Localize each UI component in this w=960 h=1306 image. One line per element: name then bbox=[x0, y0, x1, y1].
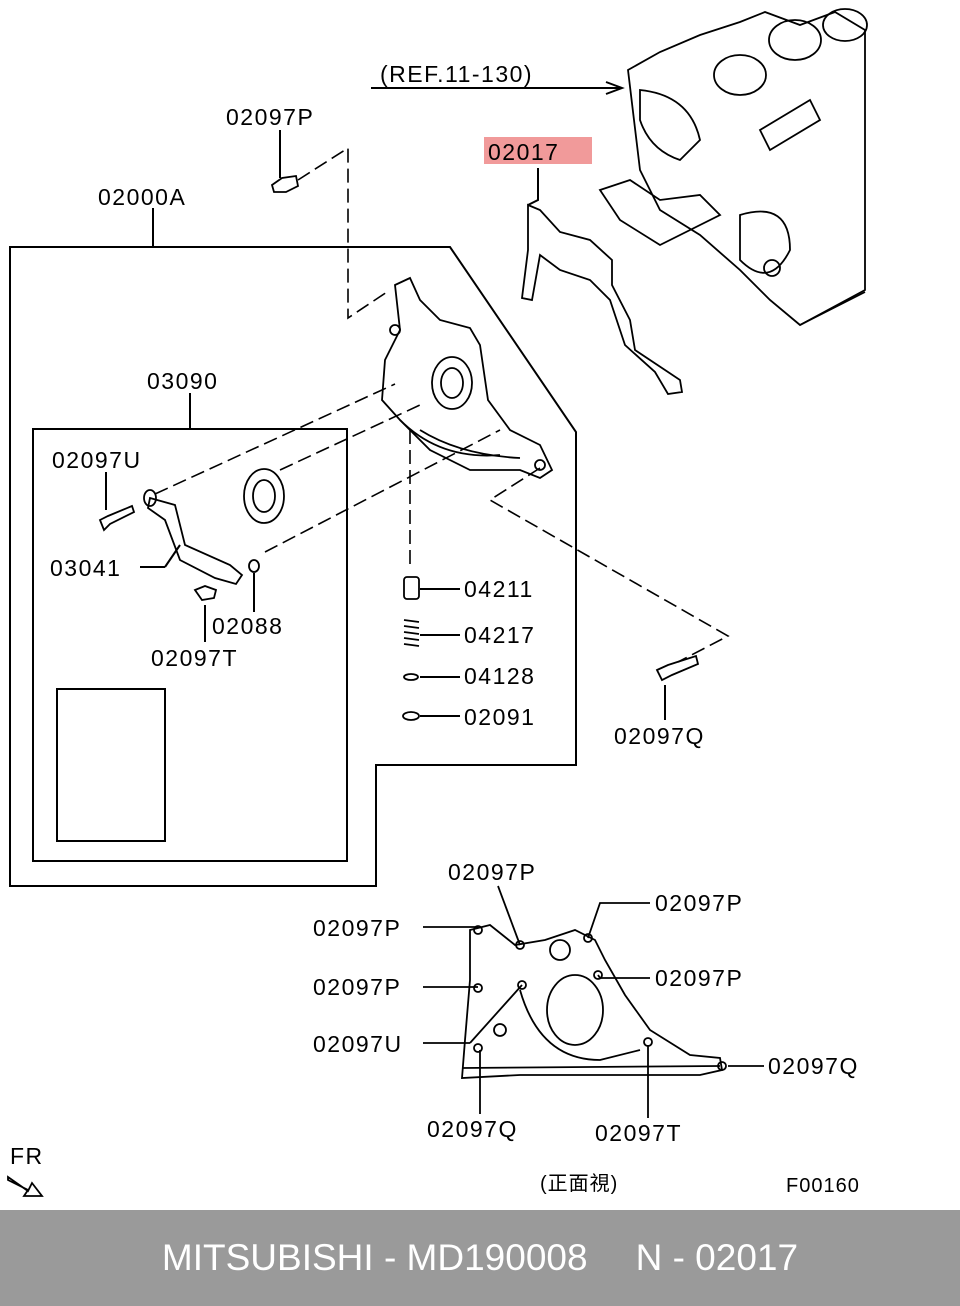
label-04217: 04217 bbox=[464, 622, 535, 648]
front-cover bbox=[381, 276, 554, 480]
washer-02088 bbox=[248, 559, 260, 573]
engine-block bbox=[598, 8, 868, 327]
gasket-part bbox=[521, 203, 684, 395]
footer-ref-code: N - 02017 bbox=[635, 1237, 799, 1278]
spring-04217 bbox=[403, 619, 420, 647]
bracket-03041 bbox=[147, 496, 244, 586]
oring-02091 bbox=[402, 711, 420, 721]
label-02091: 02091 bbox=[464, 704, 535, 730]
parts-diagram: (REF.11-130) 02017 02097P 02000A 03090 0… bbox=[7, 8, 868, 1197]
label-02097U: 02097U bbox=[52, 447, 142, 473]
fv-label-p-right2: 02097P bbox=[655, 965, 743, 991]
label-04128: 04128 bbox=[464, 663, 535, 689]
figure-code: F00160 bbox=[786, 1175, 860, 1197]
fv-label-p-top: 02097P bbox=[448, 859, 536, 885]
bolt-02097T bbox=[193, 585, 218, 601]
front-view bbox=[423, 885, 764, 1118]
ref-label: (REF.11-130) bbox=[380, 61, 533, 87]
fv-label-p-right1: 02097P bbox=[655, 890, 743, 916]
highlight-02017 bbox=[484, 137, 592, 164]
plug-04211 bbox=[403, 576, 420, 600]
label-02000A: 02000A bbox=[98, 184, 186, 210]
label-02017: 02017 bbox=[488, 139, 559, 165]
ring-04128 bbox=[403, 673, 419, 681]
label-03041: 03041 bbox=[50, 555, 121, 581]
fv-label-t-bottom: 02097T bbox=[595, 1120, 682, 1146]
bolt-02097Q bbox=[655, 654, 700, 682]
fv-label-q-right: 02097Q bbox=[768, 1053, 859, 1079]
fv-caption: (正面視) bbox=[540, 1172, 618, 1195]
fr-label: FR bbox=[10, 1143, 44, 1169]
fv-label-q-bottom: 02097Q bbox=[427, 1116, 518, 1142]
bolt-02097U bbox=[98, 504, 136, 532]
label-02088: 02088 bbox=[212, 613, 283, 639]
bolt-02097P-top bbox=[270, 174, 300, 193]
instruction-sheet bbox=[56, 688, 166, 842]
kit-boundary bbox=[9, 246, 577, 887]
fv-label-u: 02097U bbox=[313, 1031, 403, 1057]
footer-bar: MITSUBISHI - MD190008 N - 02017 bbox=[0, 1210, 960, 1306]
label-03090: 03090 bbox=[147, 368, 218, 394]
label-02097P: 02097P bbox=[226, 104, 314, 130]
footer-part-number: MITSUBISHI - MD190008 bbox=[161, 1237, 588, 1278]
fr-arrow-icon bbox=[7, 1175, 44, 1197]
label-02097Q: 02097Q bbox=[614, 723, 705, 749]
label-04211: 04211 bbox=[464, 576, 534, 602]
fv-label-p-left1: 02097P bbox=[313, 915, 401, 941]
oil-seal bbox=[243, 468, 285, 524]
fv-label-p-left2: 02097P bbox=[313, 974, 401, 1000]
label-02097T: 02097T bbox=[151, 645, 238, 671]
